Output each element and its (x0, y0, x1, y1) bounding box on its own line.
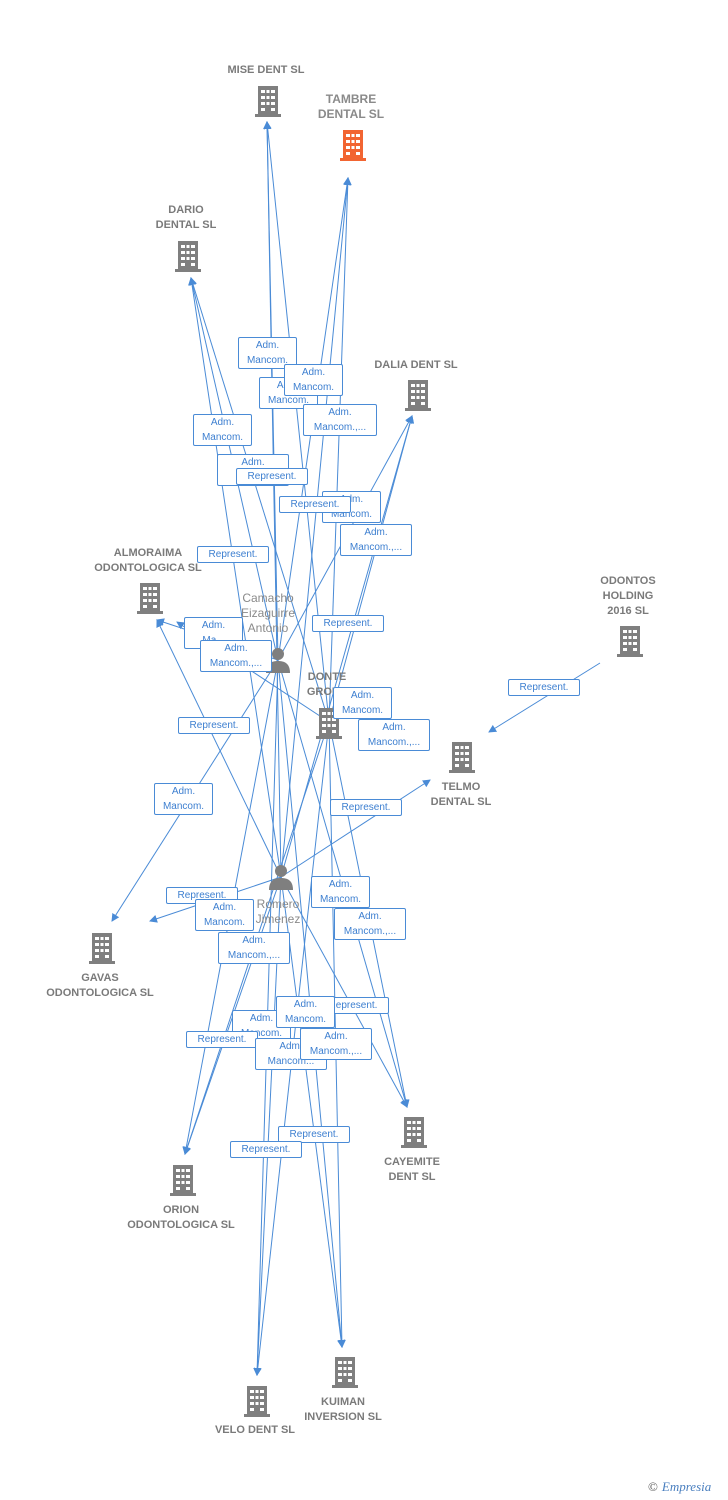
building-icon (449, 742, 475, 773)
relationship-edge (188, 277, 282, 878)
building-icon (332, 1357, 358, 1388)
edge-label[interactable]: Adm. Mancom. (276, 996, 335, 1028)
node-label: TELMO DENTAL SL (430, 781, 492, 808)
node-label: MISE DENT SL (227, 64, 305, 76)
node-label: CAYEMITE DENT SL (384, 1156, 440, 1183)
node-label: ALMORAIMA ODONTOLOGICA SL (94, 547, 202, 574)
person-icon (269, 865, 293, 890)
edge-label[interactable]: Adm. Mancom.,... (303, 404, 377, 436)
relationship-edge (328, 177, 352, 723)
building-icon (89, 933, 115, 964)
building-icon (137, 583, 163, 614)
edge-label[interactable]: Represent. (178, 717, 250, 734)
edge-label[interactable]: Adm. Mancom. (311, 876, 370, 908)
node-label: DARIO DENTAL SL (155, 204, 217, 231)
node-label: ODONTOS HOLDING 2016 SL (600, 575, 656, 617)
relationship-edge (280, 876, 346, 1348)
node-label: DALIA DENT SL (374, 359, 458, 371)
relationship-edge (280, 876, 408, 1108)
edge-label[interactable]: Adm. Mancom.,... (334, 908, 406, 940)
building-icon (170, 1165, 196, 1196)
edge-label[interactable]: Adm. Mancom. (193, 414, 252, 446)
edge-label[interactable]: Represent. (186, 1031, 258, 1048)
relationship-edge (189, 277, 330, 723)
relationship-edge (263, 121, 282, 878)
node-label: VELO DENT SL (214, 1424, 296, 1436)
edge-label[interactable]: Represent. (330, 799, 402, 816)
edge-label[interactable]: Adm. Mancom. (284, 364, 343, 396)
edge-label[interactable]: Represent. (278, 1126, 350, 1143)
edge-label[interactable]: Adm. Mancom.,... (358, 719, 430, 751)
building-icon (340, 130, 366, 161)
edge-label[interactable]: Represent. (230, 1141, 302, 1158)
relationship-edge (328, 415, 415, 723)
relationship-edge (280, 177, 352, 878)
copyright-symbol: © (648, 1479, 658, 1494)
brand-name: Empresia (661, 1479, 712, 1494)
edge-label[interactable]: Adm. Mancom. (195, 899, 254, 931)
edge-label[interactable]: Adm. Mancom.,... (340, 524, 412, 556)
node-label: GAVAS ODONTOLOGICA SL (46, 972, 154, 999)
edge-label[interactable]: Represent. (312, 615, 384, 632)
edge-label[interactable]: Represent. (508, 679, 580, 696)
edge-label[interactable]: Represent. (197, 546, 269, 563)
edge-label[interactable]: Adm. Mancom.,... (300, 1028, 372, 1060)
relationship-edge (156, 619, 282, 878)
building-icon (255, 86, 281, 117)
relationship-edge (280, 779, 431, 878)
edge-label[interactable]: Adm. Mancom.,... (218, 932, 290, 964)
building-icon (175, 241, 201, 272)
building-icon (405, 380, 431, 411)
node-label: KUIMAN INVERSION SL (304, 1396, 382, 1423)
edge-label[interactable]: Adm. Mancom. (154, 783, 213, 815)
building-icon (244, 1386, 270, 1417)
building-icon (617, 626, 643, 657)
person-label: Camacho Eizaguirre Antonio (240, 591, 296, 635)
edge-label[interactable]: Represent. (236, 468, 308, 485)
edge-label[interactable]: Adm. Mancom.,... (200, 640, 272, 672)
building-icon (401, 1117, 427, 1148)
relationship-edge (488, 662, 601, 733)
edge-label[interactable]: Adm. Mancom. (238, 337, 297, 369)
node-label: ORION ODONTOLOGICA SL (127, 1204, 235, 1231)
footer-brand[interactable]: ©Empresia (648, 1479, 711, 1495)
node-label: TAMBRE DENTAL SL (317, 92, 385, 121)
edge-label[interactable]: Represent. (279, 496, 351, 513)
edge-label[interactable]: Adm. Mancom. (333, 687, 392, 719)
